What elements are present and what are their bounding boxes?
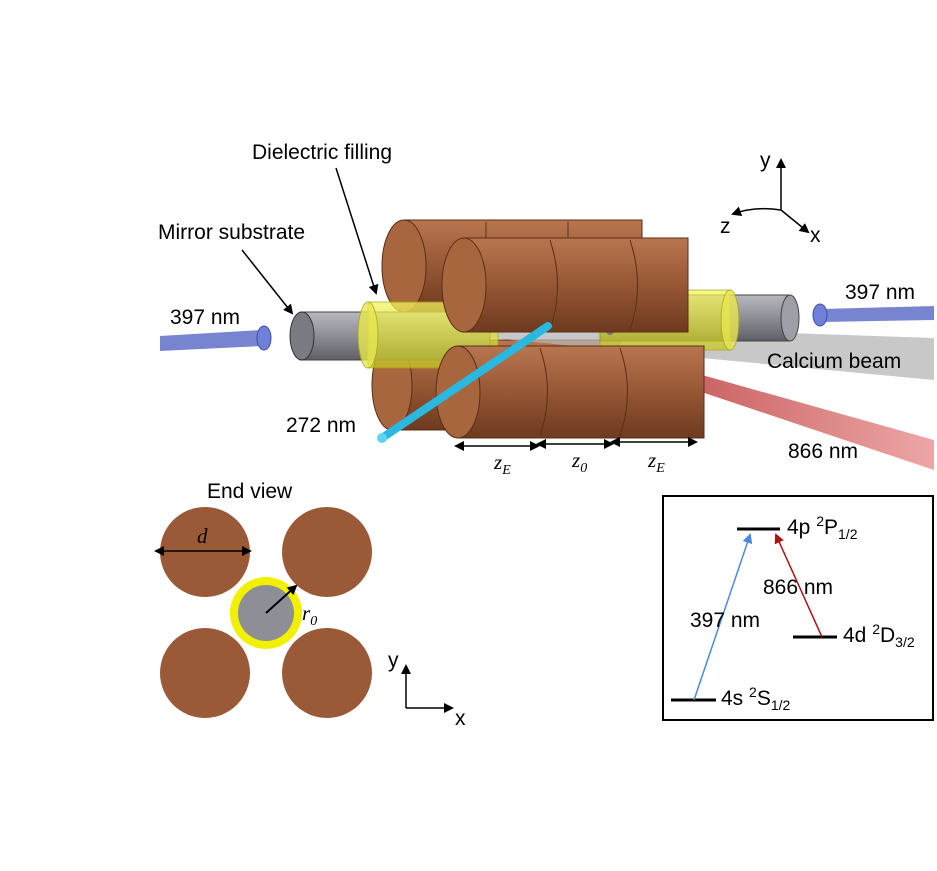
z-e-right-label: zE <box>647 448 665 476</box>
laser-866-label: 866 nm <box>788 440 858 463</box>
axes-2d <box>401 664 454 713</box>
axes-3d <box>731 158 810 234</box>
z-0-label: z0 <box>571 448 587 476</box>
transition-866-arrow <box>774 533 823 638</box>
axis-2d-x-label: x <box>455 707 466 730</box>
level-4p-label: 4p 2P1/2 <box>787 513 858 542</box>
axis-3d-z-label: z <box>720 215 731 238</box>
axis-3d-x-label: x <box>810 224 821 247</box>
end-view <box>154 507 372 718</box>
energy-level-lines <box>671 527 837 702</box>
laser-272-label: 272 nm <box>286 414 356 437</box>
mirror-callout-arrow <box>241 249 294 315</box>
transition-397-label: 397 nm <box>690 609 760 632</box>
axis-3d-y-label: y <box>760 149 771 172</box>
laser-272 <box>377 322 552 443</box>
calcium-beam-label: Calcium beam <box>767 350 901 373</box>
end-view-rod-tr <box>282 507 372 597</box>
end-view-rod-br <box>282 628 372 718</box>
rod-diameter-label: d <box>197 524 208 548</box>
axis-2d-y-label: y <box>388 649 399 672</box>
z-dimension-arrows <box>454 437 698 451</box>
level-4d-label: 4d 2D3/2 <box>843 621 915 650</box>
level-4s-label: 4s 2S1/2 <box>721 684 791 713</box>
end-view-rod-bl <box>160 628 250 718</box>
dielectric-callout-arrow <box>335 167 379 295</box>
energy-level-box <box>662 495 934 721</box>
dielectric-filling-label: Dielectric filling <box>252 141 392 164</box>
mirror-substrate-label: Mirror substrate <box>158 221 305 244</box>
laser-397-right <box>812 303 934 327</box>
laser-397-left <box>160 325 272 351</box>
transition-397-arrow <box>693 533 753 701</box>
laser-397-right-label: 397 nm <box>845 281 915 304</box>
end-view-title: End view <box>207 480 293 503</box>
laser-397-left-label: 397 nm <box>170 306 240 329</box>
end-view-rod-tl <box>160 507 250 597</box>
z-e-left-label: zE <box>493 450 511 478</box>
radius-label: r0 <box>302 601 317 629</box>
transition-866-label: 866 nm <box>763 576 833 599</box>
